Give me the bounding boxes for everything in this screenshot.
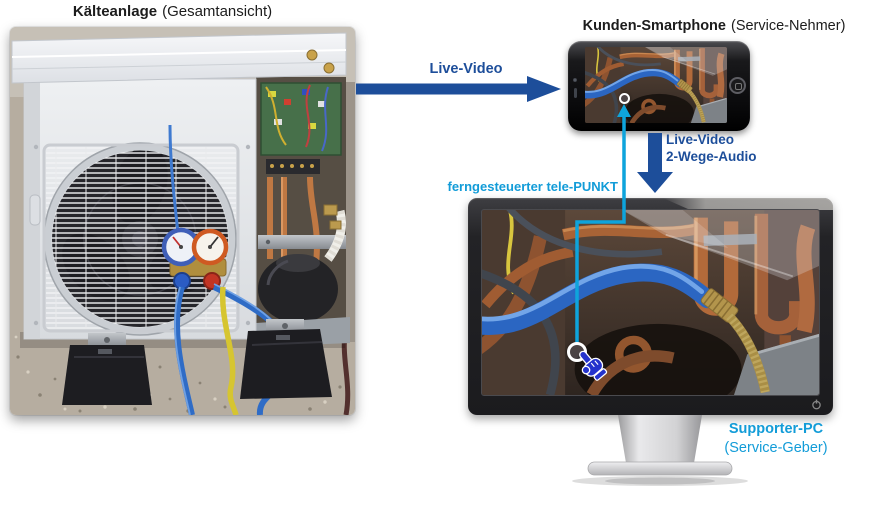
machine-title-regular: (Gesamtansicht) <box>162 3 273 20</box>
telepoint-label: ferngesteuerter tele-PUNKT <box>447 179 619 194</box>
live-video-audio-line1: Live-Video <box>666 132 735 147</box>
telepoint-marker <box>619 92 630 104</box>
live-video-audio-line2: 2-Wege-Audio <box>666 149 757 164</box>
live-video-arrow-label: Live-Video <box>429 61 503 77</box>
monitor-stand <box>572 415 748 486</box>
machine-photo-title: Kälteanlage(Gesamtansicht) <box>0 3 345 20</box>
supporter-pc-monitor <box>468 198 833 415</box>
supporter-pc-regular: (Service-Geber) <box>724 440 828 456</box>
home-button-icon <box>729 77 746 94</box>
monitor-screen-live-video <box>481 209 820 396</box>
phone-screen-live-video <box>585 47 727 123</box>
monitor-gloss <box>663 198 833 210</box>
customer-smartphone <box>568 41 750 131</box>
refrigeration-unit-photo <box>10 27 355 415</box>
phone-title-regular: (Service-Nehmer) <box>730 18 846 34</box>
live-video-audio-arrow-label: Live-Video 2-Wege-Audio <box>666 131 757 165</box>
supporter-pc-bold: Supporter-PC <box>728 421 824 437</box>
pointer-hand-icon <box>579 350 608 381</box>
supporter-pc-label: Supporter-PC (Service-Geber) <box>690 420 862 458</box>
power-icon <box>812 399 821 410</box>
speaker-slot-icon <box>574 88 577 98</box>
machine-title-bold: Kälteanlage <box>72 3 158 20</box>
phone-title-bold: Kunden-Smartphone <box>582 18 726 34</box>
arrow-live-video <box>356 76 561 102</box>
phone-title: Kunden-Smartphone(Service-Nehmer) <box>556 18 872 34</box>
camera-dot-icon <box>573 78 577 82</box>
